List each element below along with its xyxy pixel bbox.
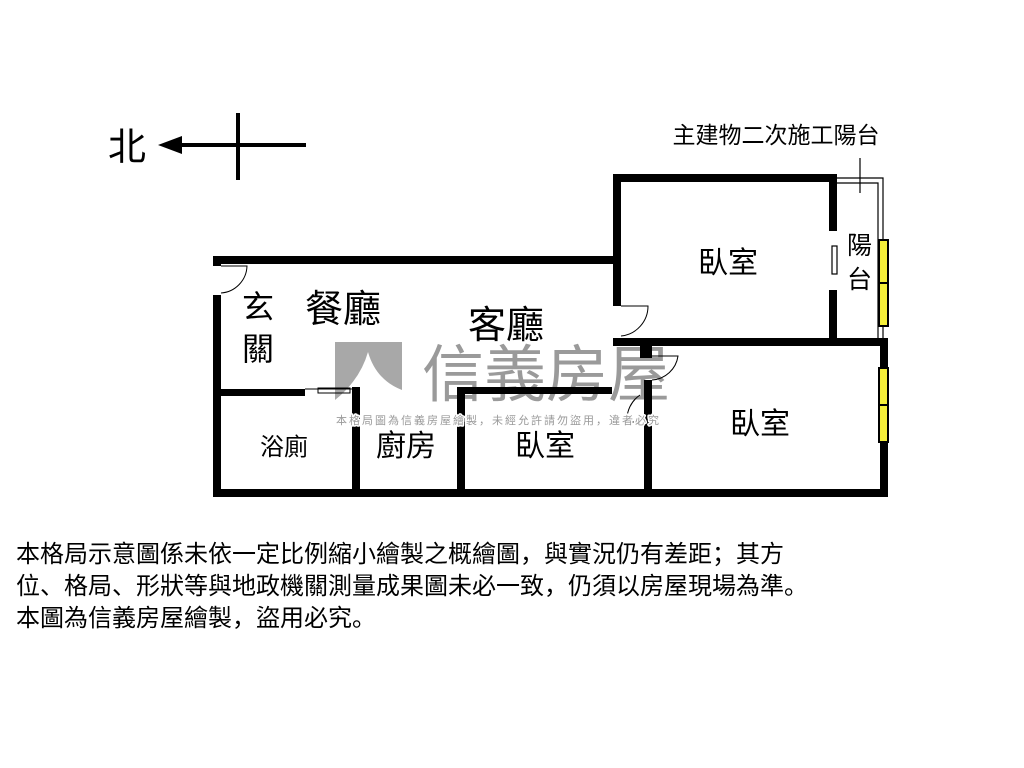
doors xyxy=(220,265,679,423)
room-living-label: 客廳 xyxy=(468,303,544,347)
room-bedroom-right-label: 臥室 xyxy=(730,407,790,442)
disclaimer-line-2: 位、格局、形狀等與地政機關測量成果圖未必一致，仍須以房屋現場為準。 xyxy=(16,572,808,600)
bathroom-sliding-door xyxy=(317,387,351,394)
watermark-notice: 本格局圖為信義房屋繪製，未經允許請勿盜用，違者必究 xyxy=(336,413,661,427)
room-bathroom-label: 浴廁 xyxy=(260,433,308,461)
room-entrance-label-1: 玄 xyxy=(242,288,274,326)
room-kitchen-label: 廚房 xyxy=(376,429,436,464)
windows xyxy=(878,239,889,443)
bedroom-top-door xyxy=(620,305,649,337)
room-dining-label: 餐廳 xyxy=(305,287,381,331)
room-entrance-label-2: 關 xyxy=(242,330,274,368)
north-arrow xyxy=(158,113,306,180)
watermark-logo xyxy=(335,342,402,400)
room-balcony-label-1: 陽 xyxy=(847,231,872,260)
room-balcony-label-2: 台 xyxy=(847,265,872,294)
entrance-door xyxy=(220,265,248,294)
bedroom-small-door xyxy=(626,394,641,423)
room-bedroom-top-label: 臥室 xyxy=(698,246,758,281)
bedroom-right-door xyxy=(651,355,679,381)
balcony-addon-label: 主建物二次施工陽台 xyxy=(673,123,880,149)
room-bedroom-small-label: 臥室 xyxy=(515,429,575,464)
disclaimer-line-3: 本圖為信義房屋繪製，盜用必究。 xyxy=(16,604,376,632)
disclaimer: 本格局示意圖係未依一定比例縮小繪製之概繪圖，與實況仍有差距；其方 位、格局、形狀… xyxy=(16,538,1016,634)
disclaimer-line-1: 本格局示意圖係未依一定比例縮小繪製之概繪圖，與實況仍有差距；其方 xyxy=(16,540,784,568)
north-label: 北 xyxy=(108,125,146,169)
